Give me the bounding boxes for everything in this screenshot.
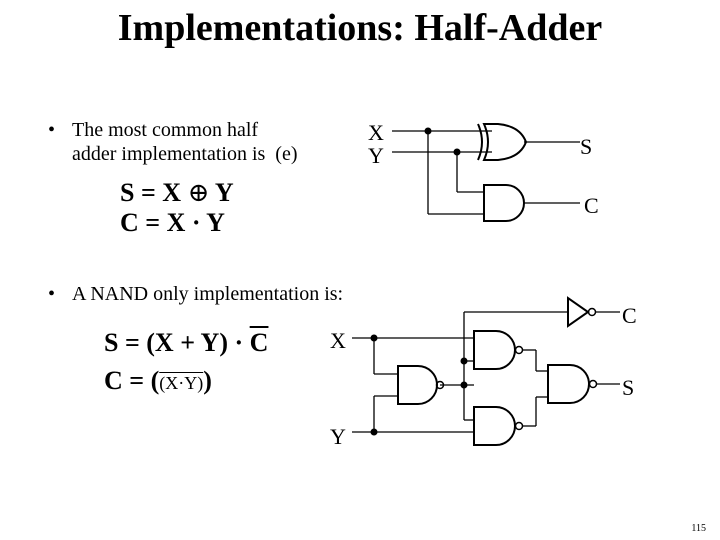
bullet-marker-1: • xyxy=(48,119,56,141)
inverter-gate xyxy=(567,296,597,328)
nand-carry-suffix: ) xyxy=(203,366,212,395)
nand-gate-d xyxy=(547,364,598,404)
circuit1-input-y-label: Y xyxy=(368,143,384,168)
junction-dot xyxy=(460,357,468,365)
carry-equation: C = X · Y xyxy=(120,208,225,237)
and-gate xyxy=(483,184,525,222)
bullet-1-line-2: adder implementation is (e) xyxy=(72,142,297,166)
circuit2-junction-dots xyxy=(370,334,468,436)
circuit2-input-y-label: Y xyxy=(330,424,346,449)
bullet-marker-2: • xyxy=(48,283,56,305)
nand-carry-inner: (X·Y) xyxy=(159,373,204,393)
bullet-1-line-2-text: adder implementation is xyxy=(72,143,266,165)
junction-dot xyxy=(453,148,461,156)
bullet-1-line-1: The most common half xyxy=(72,119,259,141)
circuit1-output-c-label: C xyxy=(584,193,599,218)
circuit1-junction-dots xyxy=(424,127,461,156)
circuit1-wires xyxy=(392,130,580,215)
nand-gate-c xyxy=(473,406,524,446)
junction-dot xyxy=(370,428,378,436)
circuit1-input-x-label: X xyxy=(368,120,384,145)
xor-symbol: ⊕ xyxy=(187,178,210,207)
circuit2-output-s-label: S xyxy=(622,375,635,400)
nand-gate-b xyxy=(473,330,524,370)
junction-dot xyxy=(424,127,432,135)
circuit1-output-s-label: S xyxy=(580,134,593,159)
circuit2-output-c-label: C xyxy=(622,303,637,328)
slide-title: Implementations: Half-Adder xyxy=(117,7,603,49)
junction-dot xyxy=(460,381,468,389)
nand-sum-prefix: S = (X + Y) · xyxy=(104,328,250,357)
nand-gate-a xyxy=(397,365,445,405)
nand-carry-equation: C = ((X·Y)) xyxy=(104,366,212,396)
nand-carry-prefix: C = ( xyxy=(104,366,160,395)
xor-gate xyxy=(477,123,528,161)
nand-sum-equation: S = (X + Y) · C xyxy=(104,328,268,358)
bullet-1-option: (e) xyxy=(275,143,298,165)
junction-dot xyxy=(370,334,378,342)
sum-equation-right: Y xyxy=(214,178,234,207)
nand-sum-carry-bar: C xyxy=(249,328,269,357)
bullet-2-text: A NAND only implementation is: xyxy=(72,283,344,305)
circuit2-input-x-label: X xyxy=(330,328,346,353)
sum-equation: S = X ⊕ Y xyxy=(120,178,234,208)
page-number: 115 xyxy=(691,523,706,534)
sum-equation-left: S = X xyxy=(120,178,182,207)
